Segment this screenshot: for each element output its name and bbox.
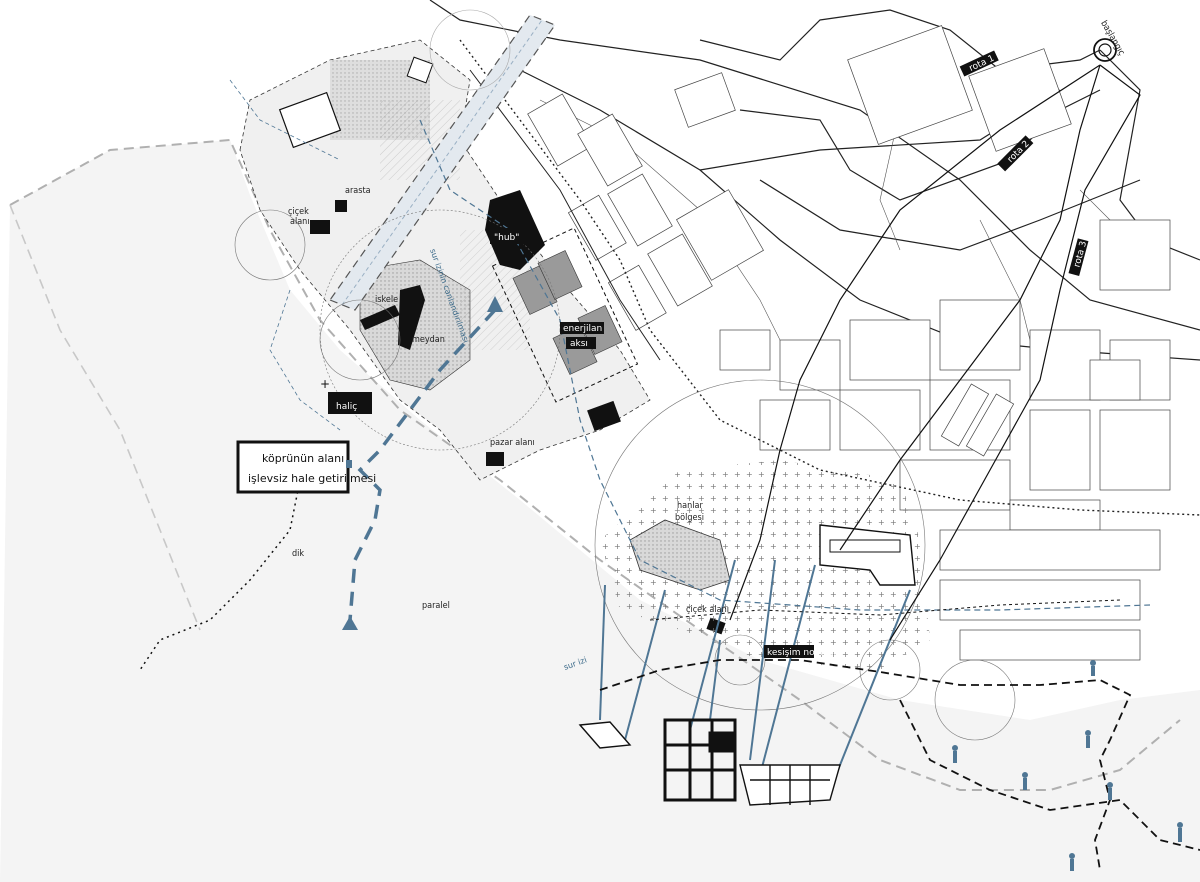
meydan-black [398,285,425,350]
blue-thin-2 [269,289,341,431]
black-building-2 [335,200,347,212]
hub-label-bg [490,228,524,244]
arrow-tip-top [487,296,503,312]
dotted-ring-road [459,39,1200,516]
rota-lines [729,64,1141,641]
route-dotted-dik [139,479,301,671]
west-coast-dash [9,204,201,631]
label-hanlar-2: bölgesi [675,513,704,523]
pavilion-left [578,721,632,749]
label-meydan: meydan [412,335,445,345]
label-hanlar-1: hanlar [677,501,703,511]
black-building-1 [310,220,330,234]
pavilion-links [599,559,911,791]
label-arasta: arasta [345,186,371,196]
label-dik: dik [292,549,304,559]
label-paralel: paralel [422,601,450,611]
water-area [0,140,1200,882]
enerji-label-bg-2 [566,337,596,349]
pazar-building-2 [486,452,504,466]
arrow-tip-bottom [342,616,358,630]
callout-line-2: işlevsiz hale getirilmesi [248,472,376,485]
pavilion-middle [663,718,737,802]
enerji-label-bg-1 [560,322,604,334]
label-halic: haliç [336,402,357,412]
halic-label-bg [328,392,372,414]
callout-box: köprünün alanı işlevsiz hale getirilmesi [236,440,376,494]
approach-dashed-arrow [348,308,497,621]
callout-line-1: köprünün alanı [262,452,344,465]
bridge-axis [341,19,543,306]
sur-izi-line [419,119,1151,611]
inner-road [469,69,661,361]
iskele-building [360,305,400,330]
label-iskele: iskele [375,295,398,305]
nw-building-2 [406,56,434,84]
coast-dashed-line [9,138,1181,791]
svg-text:rota 3: rota 3 [1073,240,1090,268]
route-dashed-east [899,699,1200,851]
label-enerji-2: aksı [570,339,588,349]
label-kesisim: kesişim noktası [767,648,836,658]
route-dashed-main [599,659,1132,871]
label-cicek-alani: çiçek alanı [686,605,729,615]
blue-thin-1 [229,79,341,161]
pavilion-right [739,764,841,806]
label-enerji-1: enerjilan [563,324,602,334]
pazar-building [587,400,621,432]
halic-plus: + [320,377,330,391]
label-cicek-2: alanı [290,217,310,227]
label-pazar: pazar alanı [490,438,535,448]
label-hub: "hub" [494,233,519,243]
people-figures [952,660,1183,871]
big-rect-inner [829,539,901,553]
label-cicek-1: çiçek [288,207,309,217]
nw-building [278,91,342,149]
sur-dashed-east [649,599,1121,621]
bridge-strip [329,14,556,311]
project-zone [239,39,651,481]
kesisim-label-bg [764,645,814,658]
city-blocks [527,25,1171,661]
start-point: başlangıç [1093,19,1126,62]
